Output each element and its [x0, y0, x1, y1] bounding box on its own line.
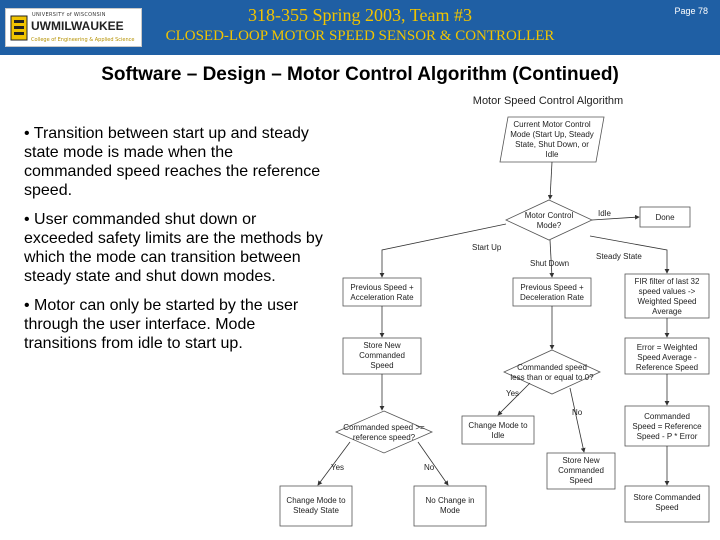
store-mid-line: Speed: [569, 476, 592, 485]
le-zero-line: Commanded speed: [517, 363, 587, 372]
commanded-calc-line: Speed - P * Error: [637, 432, 698, 441]
no-le-label: No: [572, 408, 583, 417]
decel-line: Deceleration Rate: [520, 293, 585, 302]
done-box: [639, 206, 691, 228]
current-mode-line: Idle: [546, 150, 559, 159]
change-idle-line: Change Mode to: [468, 421, 528, 430]
current-mode-line: Mode (Start Up, Steady: [510, 130, 594, 139]
accel-line: Previous Speed +: [350, 283, 414, 292]
slide-header: UNIVERSITY of WISCONSIN UWMILWAUKEE Coll…: [0, 0, 720, 55]
done-label: Done: [655, 213, 675, 222]
yes-le-label: Yes: [506, 389, 519, 398]
no-change-line: Mode: [440, 506, 461, 515]
mode-decision-diamond: [505, 199, 593, 241]
logo-college: College of Engineering & Applied Science: [31, 37, 135, 43]
bullet-item: • Transition between start up and steady…: [24, 125, 321, 199]
commanded-calc-line: Speed = Reference: [632, 422, 702, 431]
project-title: CLOSED-LOOP MOTOR SPEED SENSOR & CONTROL…: [165, 28, 555, 44]
store-right-line: Speed: [655, 503, 678, 512]
bullet-item: • User commanded shut down or exceeded s…: [24, 211, 323, 285]
bullet-list: • Transition between start up and steady…: [24, 124, 324, 363]
store-mid-line: Store New: [562, 456, 600, 465]
commanded-calc-line: Commanded: [644, 412, 690, 421]
ge-ref-line: reference speed?: [353, 433, 416, 442]
start-up-branch-label: Start Up: [472, 243, 502, 252]
logo-university: UNIVERSITY of WISCONSIN: [32, 12, 106, 18]
uwm-shield-icon: [10, 15, 28, 41]
store-left-line: Speed: [370, 361, 393, 370]
uwm-logo: UNIVERSITY of WISCONSIN UWMILWAUKEE Coll…: [5, 8, 142, 47]
store-mid-line: Commanded: [558, 466, 604, 475]
error-line: Speed Average -: [637, 353, 697, 362]
error-line: Error = Weighted: [637, 343, 698, 352]
le-zero-diamond: [503, 349, 601, 395]
error-line: Reference Speed: [636, 363, 698, 372]
no-ge-label: No: [424, 463, 435, 472]
steady-state-branch-label: Steady State: [596, 252, 642, 261]
flowchart-title: Motor Speed Control Algorithm: [473, 95, 623, 107]
no-change-line: No Change in: [426, 496, 475, 505]
slide-title: Software – Design – Motor Control Algori…: [101, 64, 619, 85]
mode-decision-line: Mode?: [537, 221, 562, 230]
idle-branch-label: Idle: [598, 209, 611, 218]
le-zero-line: less than or equal to 0?: [510, 373, 594, 382]
store-left-line: Commanded: [359, 351, 405, 360]
shut-down-branch-label: Shut Down: [530, 259, 569, 268]
ge-ref-line: Commanded speed >=: [343, 423, 425, 432]
yes-ge-label: Yes: [331, 463, 344, 472]
decel-line: Previous Speed +: [520, 283, 584, 292]
store-mid-box: [546, 452, 616, 490]
page-number: Page 78: [674, 6, 708, 16]
store-left-line: Store New: [363, 341, 401, 350]
change-idle-line: Idle: [492, 431, 505, 440]
change-steady-line: Steady State: [293, 506, 339, 515]
course-title: 318-355 Spring 2003, Team #3: [248, 5, 472, 25]
fir-line: speed values ->: [639, 287, 696, 296]
change-steady-box: [279, 485, 353, 527]
store-right-line: Store Commanded: [633, 493, 700, 502]
fir-line: Average: [652, 307, 682, 316]
fir-line: FIR filter of last 32: [635, 277, 700, 286]
bullet-item: • Motor can only be started by the user …: [24, 297, 299, 352]
change-idle-box: [461, 415, 535, 445]
accel-line: Acceleration Rate: [350, 293, 414, 302]
current-mode-line: State, Shut Down, or: [515, 140, 589, 149]
ge-ref-diamond: [335, 410, 433, 454]
current-mode-box: [499, 116, 605, 163]
no-change-box: [413, 485, 487, 527]
store-right-box: [624, 485, 710, 523]
mode-decision-line: Motor Control: [525, 211, 574, 220]
current-mode-line: Current Motor Control: [513, 120, 591, 129]
logo-name: UWMILWAUKEE: [31, 19, 124, 33]
change-steady-line: Change Mode to: [286, 496, 346, 505]
fir-line: Weighted Speed: [637, 297, 696, 306]
